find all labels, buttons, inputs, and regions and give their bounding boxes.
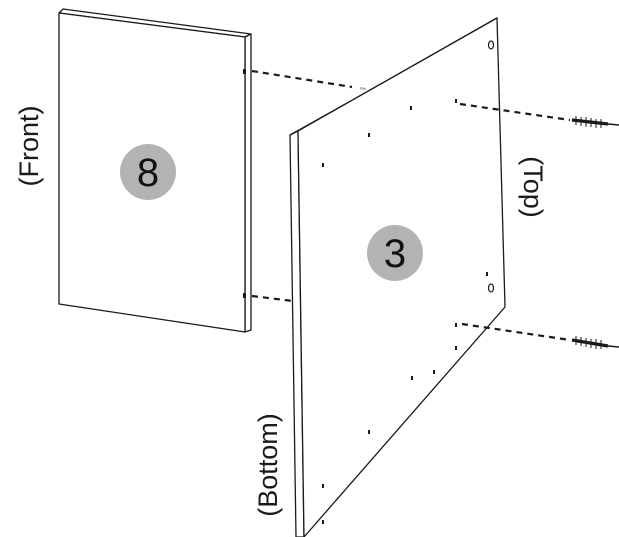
panel-8-number: 8: [137, 151, 159, 195]
top-label: (Top): [518, 156, 548, 218]
screw-bottom: [571, 336, 619, 349]
panel-8-badge: 8: [120, 144, 176, 200]
panel-3-cam-holes: [487, 40, 495, 293]
panel-3-number: 3: [384, 232, 406, 276]
panel-8-hole-top: [243, 69, 246, 74]
bottom-label: (Bottom): [253, 413, 283, 517]
panel-3-holes: [322, 99, 488, 524]
guide-line-top-right: [459, 102, 571, 122]
guide-lines: [251, 69, 571, 342]
panel-8-holes: [243, 69, 246, 298]
guide-line-bottom-left: [251, 294, 294, 303]
panel-3-badge: 3: [367, 225, 423, 281]
front-label: (Front): [14, 106, 44, 187]
panel-8-hole-bottom: [243, 293, 246, 298]
guide-line-top-left: [251, 69, 353, 89]
guide-line-bottom-right: [461, 322, 571, 342]
screw-top: [571, 116, 619, 128]
